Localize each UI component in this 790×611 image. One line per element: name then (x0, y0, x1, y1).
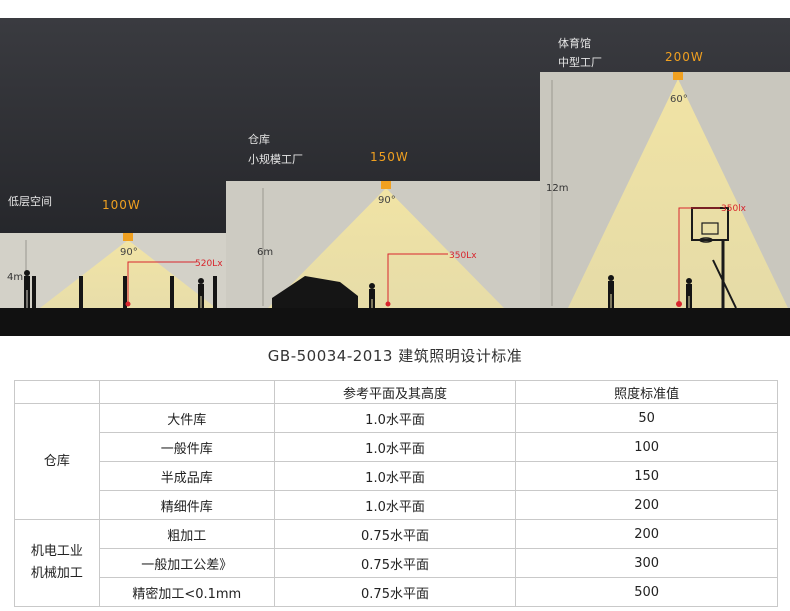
zone-label: 低层空间 (8, 194, 52, 208)
item-cell: 大件库 (98, 403, 275, 433)
table-header-row: 参考平面及其高度 照度标准值 (14, 380, 778, 404)
zone-label: 中型工厂 (558, 55, 602, 69)
value-cell: 300 (515, 548, 778, 578)
person-silhouette (686, 278, 692, 308)
plane-cell: 0.75水平面 (273, 519, 517, 549)
value-cell: 500 (515, 577, 778, 607)
person-silhouette (369, 283, 375, 308)
height-label: 12m (546, 183, 568, 194)
beam-angle-label: 90° (378, 195, 396, 206)
value-cell: 200 (515, 490, 778, 520)
lighting-standard-table: 参考平面及其高度 照度标准值 仓库 大件库 1.0水平面 50 一般件库 1.0… (14, 380, 778, 607)
item-cell: 半成品库 (98, 461, 275, 491)
lighting-scene-illustration: 低层空间 仓库 小规模工厂 体育馆 中型工厂 100W 150W 200W 90… (0, 18, 790, 336)
plane-cell: 1.0水平面 (273, 432, 517, 462)
table-row: 机电工业 机械加工 粗加工 0.75水平面 200 (14, 519, 778, 607)
person-silhouette (608, 275, 614, 308)
height-label: 6m (257, 247, 273, 258)
table-header-cell: 参考平面及其高度 (273, 380, 517, 404)
table-row: 一般件库 1.0水平面 100 (15, 432, 778, 462)
table-header-cell (14, 380, 100, 404)
plane-cell: 1.0水平面 (273, 461, 517, 491)
basketball-hoop (691, 207, 737, 309)
table-row: 仓库 大件库 1.0水平面 50 (14, 403, 778, 520)
light-beam-200w (568, 79, 788, 308)
table-row: 一般加工公差》 0.75水平面 300 (15, 548, 778, 578)
value-cell: 50 (515, 403, 778, 433)
warehouse-silhouette (272, 276, 358, 308)
zone-label: 仓库 (248, 132, 270, 146)
value-cell: 200 (515, 519, 778, 549)
value-cell: 100 (515, 432, 778, 462)
table-row: 半成品库 1.0水平面 150 (15, 461, 778, 491)
table-row: 精细件库 1.0水平面 200 (15, 490, 778, 520)
item-cell: 精细件库 (98, 490, 275, 520)
value-cell: 150 (515, 461, 778, 491)
height-label: 4m (7, 272, 23, 283)
power-label: 100W (102, 198, 141, 212)
lamp-100w (123, 233, 133, 241)
floor (0, 308, 790, 336)
group-machining: 机电工业 机械加工 (14, 519, 100, 607)
lux-label: 520Lx (195, 259, 223, 269)
lamp-200w (673, 72, 683, 80)
table-row: 精密加工<0.1mm 0.75水平面 500 (15, 577, 778, 607)
item-cell: 一般加工公差》 (98, 548, 275, 578)
person-silhouette (198, 278, 204, 308)
item-cell: 精密加工<0.1mm (98, 577, 275, 607)
lux-label: 350lx (721, 204, 747, 214)
group-name-line: 机电工业 (30, 544, 83, 559)
lux-label: 350Lx (449, 251, 477, 261)
plane-cell: 0.75水平面 (273, 577, 517, 607)
table-header-cell (98, 380, 275, 404)
group-name-line: 机械加工 (30, 566, 83, 581)
lamp-150w (381, 181, 391, 189)
beam-angle-label: 90° (120, 247, 138, 258)
beam-angle-label: 60° (670, 94, 688, 105)
light-beam-150w (268, 188, 504, 308)
plane-cell: 0.75水平面 (273, 548, 517, 578)
zone-label: 小规模工厂 (248, 152, 303, 166)
power-label: 150W (370, 150, 409, 164)
power-label: 200W (665, 50, 704, 64)
zone-label: 体育馆 (558, 36, 591, 50)
plane-cell: 1.0水平面 (273, 403, 517, 433)
item-cell: 一般件库 (98, 432, 275, 462)
table-title: GB-50034-2013 建筑照明设计标准 (267, 347, 523, 365)
plane-cell: 1.0水平面 (273, 490, 517, 520)
person-silhouette (24, 270, 30, 308)
table-header-cell: 照度标准值 (515, 380, 778, 404)
group-warehouse: 仓库 (14, 403, 100, 520)
item-cell: 粗加工 (98, 519, 275, 549)
